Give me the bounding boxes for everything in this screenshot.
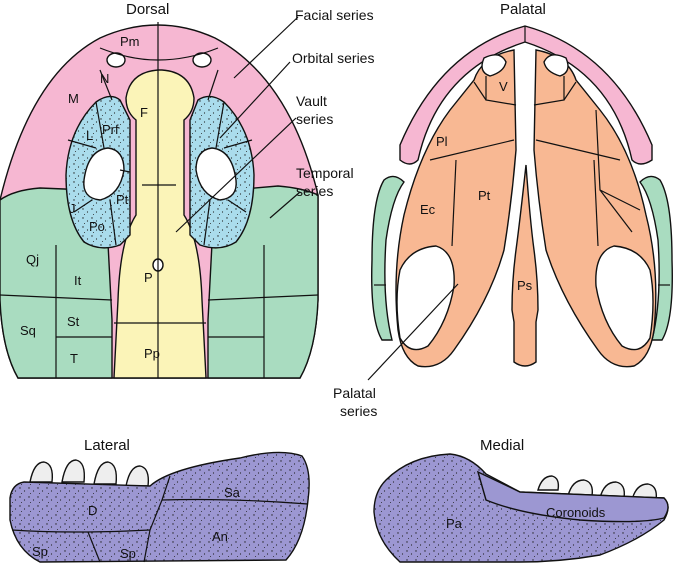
bone-label-st: St (67, 314, 80, 329)
right-orbit-opening (195, 147, 237, 201)
left-palatal-vacuity (396, 245, 455, 351)
bone-label-f: F (140, 105, 148, 120)
bone-label-j: J (69, 201, 76, 216)
parasphenoid (511, 164, 539, 367)
lateral-jaw-view: Lateral D Sa An Sp Sp (9, 437, 310, 563)
temporal-series-leader (269, 191, 301, 219)
palatal-view: Palatal (333, 1, 673, 419)
bone-label-sp-2: Sp (120, 546, 136, 561)
bone-label-qj: Qj (26, 252, 39, 267)
bone-label-prf: Prf (102, 122, 119, 137)
lateral-title: Lateral (84, 437, 130, 454)
facial-series-leader (233, 16, 299, 79)
bone-label-coronoids: Coronoids (546, 505, 606, 520)
coronoid-strip (476, 470, 669, 523)
bone-label-pa: Pa (446, 516, 463, 531)
bone-label-n: N (100, 71, 109, 86)
bone-label-po: Po (89, 219, 105, 234)
temporal-series-label-2: series (296, 183, 333, 199)
bone-label-an: An (212, 529, 228, 544)
bone-label-v: V (499, 79, 508, 94)
facial-series-label: Facial series (295, 7, 374, 23)
lateral-teeth (29, 459, 150, 487)
palatal-right-strip (639, 175, 673, 341)
right-palatal-vacuity (595, 245, 654, 351)
palatal-maxilla-arc (399, 25, 653, 165)
medial-title: Medial (480, 437, 524, 454)
bone-label-pl: Pl (436, 134, 448, 149)
bone-label-m: M (68, 91, 79, 106)
bone-label-pt-orbit: Pt (116, 192, 129, 207)
bone-label-it: It (74, 273, 82, 288)
right-choana (543, 54, 569, 77)
bone-label-d: D (88, 503, 97, 518)
vault-series-region (113, 69, 207, 379)
bone-label-t: T (70, 351, 78, 366)
bone-label-pm: Pm (120, 34, 140, 49)
bone-label-l: L (86, 128, 93, 143)
bone-label-p: P (144, 270, 153, 285)
bone-label-ec: Ec (420, 202, 436, 217)
vault-series-label-1: Vault (296, 93, 327, 109)
bone-label-pp: Pp (144, 346, 160, 361)
palatal-series-label-2: series (340, 403, 377, 419)
palatal-sutures (429, 76, 641, 247)
dorsal-title: Dorsal (126, 1, 169, 18)
bone-label-sa: Sa (224, 485, 241, 500)
medial-jaw-view: Medial Pa Coronoids (373, 437, 669, 563)
left-choana (481, 54, 507, 77)
bone-label-sp-1: Sp (32, 544, 48, 559)
orbital-series-label: Orbital series (292, 50, 374, 66)
palatal-series-label-1: Palatal (333, 385, 376, 401)
bone-label-sq: Sq (20, 323, 36, 338)
vault-series-leader (175, 117, 297, 233)
palatal-series-leader (367, 283, 459, 381)
dorsal-view: Dorsal Pm N M F L Prf Pt J Po Qj It Sq S… (0, 1, 374, 379)
medial-teeth (537, 475, 658, 501)
orbital-series-leader (219, 61, 291, 139)
bone-label-ps: Ps (517, 278, 533, 293)
vault-series-label-2: series (296, 111, 333, 127)
temporal-series-label-1: Temporal (296, 165, 354, 181)
palatal-left-strip (371, 175, 405, 341)
palatal-title: Palatal (500, 1, 546, 18)
left-orbit-opening (83, 147, 125, 201)
bone-label-pt-palate: Pt (478, 188, 491, 203)
dorsal-sutures (0, 22, 319, 378)
